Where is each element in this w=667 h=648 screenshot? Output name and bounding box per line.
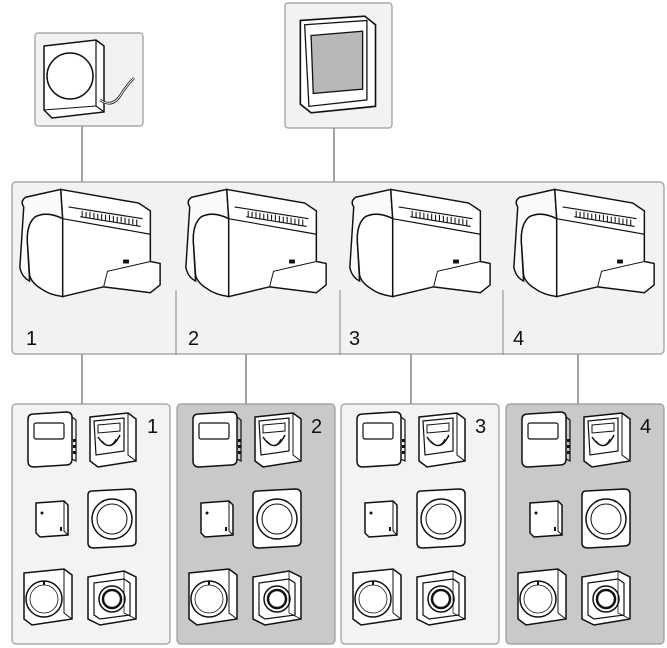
small-sensor-icon: [529, 500, 563, 538]
flush-mount-thermostat-icon: [86, 569, 138, 627]
room-groups: [11, 403, 665, 645]
digital-thermostat-icon: [521, 411, 571, 468]
controller-label-4: 4: [513, 328, 524, 350]
controller-label-1: 1: [26, 328, 37, 350]
programmable-thermostat-icon: [583, 412, 631, 468]
sensor-frame: [34, 32, 144, 127]
small-sensor-icon: [200, 500, 234, 538]
controller-unit-icon: [349, 188, 491, 298]
round-dial-thermostat-icon: [416, 488, 466, 549]
small-sensor-icon: [364, 500, 398, 538]
programmable-thermostat-icon: [418, 412, 466, 468]
digital-thermostat-icon: [192, 411, 242, 468]
room-group-2: [176, 403, 336, 645]
dial-thermostat-icon: [351, 567, 403, 627]
round-dial-thermostat-icon: [252, 488, 302, 549]
flush-mount-thermostat-icon: [251, 569, 303, 627]
digital-thermostat-icon: [356, 411, 406, 468]
dial-thermostat-icon: [187, 567, 239, 627]
dial-thermostat-icon: [22, 567, 74, 627]
room-group-label-1: 1: [147, 416, 158, 438]
programmable-thermostat-icon: [89, 412, 137, 468]
flush-mount-thermostat-icon: [580, 569, 632, 627]
controller-group-frame: [11, 181, 665, 355]
round-dial-thermostat-icon: [87, 488, 137, 549]
touchscreen-frame: [284, 2, 393, 129]
flush-mount-thermostat-icon: [415, 569, 467, 627]
controller-unit-icon: [185, 188, 327, 298]
room-group-3: [340, 403, 500, 645]
dial-thermostat-icon: [516, 567, 568, 627]
controller-dividers: [175, 290, 504, 354]
controller-label-3: 3: [349, 328, 360, 350]
small-sensor-icon: [35, 500, 69, 538]
room-group-4: [505, 403, 665, 645]
digital-thermostat-icon: [27, 411, 77, 468]
round-dial-thermostat-icon: [581, 488, 631, 549]
room-group-label-3: 3: [475, 416, 486, 438]
controller-unit-icon: [513, 188, 655, 298]
touchscreen-display-icon: [299, 15, 377, 114]
programmable-thermostat-icon: [254, 412, 302, 468]
room-group-label-4: 4: [640, 416, 651, 438]
room-group-label-2: 2: [311, 416, 322, 438]
controller-label-2: 2: [188, 328, 199, 350]
controller-unit-icon: [19, 188, 161, 298]
room-group-1: [11, 403, 171, 645]
